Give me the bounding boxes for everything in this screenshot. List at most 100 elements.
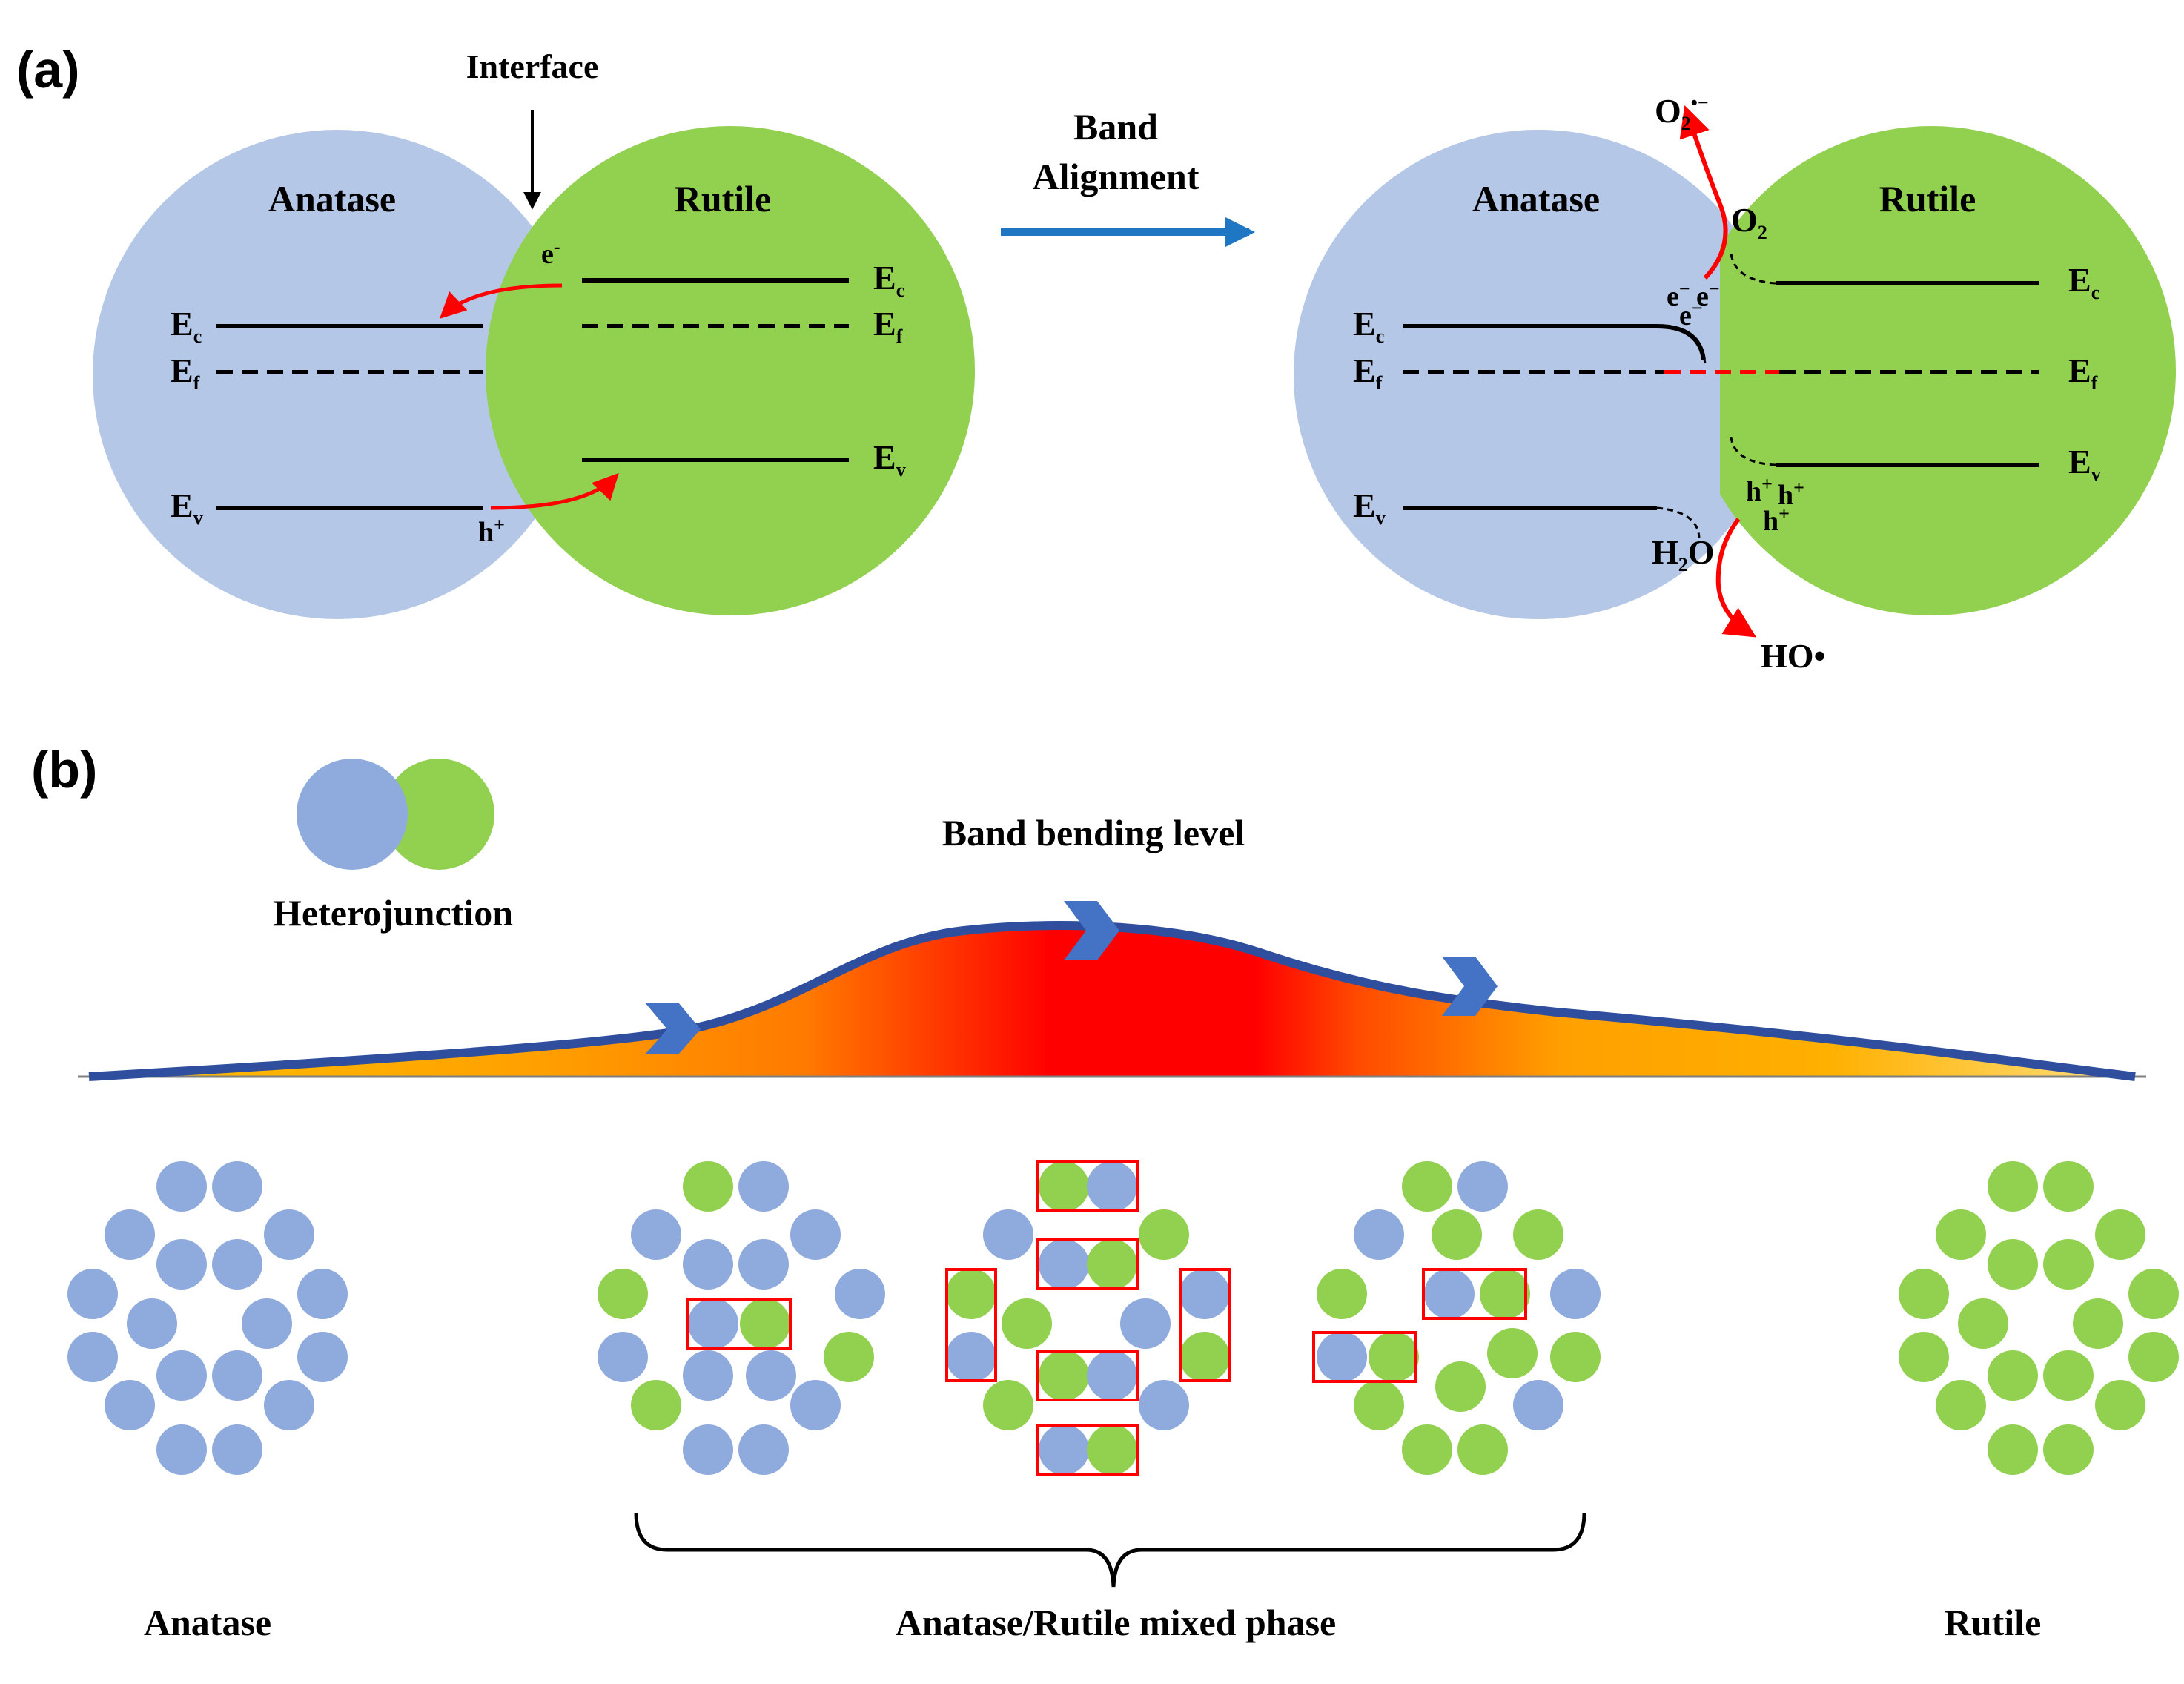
- rutile-particle-dot: [1936, 1209, 1986, 1260]
- rutile-particle-dot: [1988, 1161, 2038, 1212]
- anatase-particle-dot: [105, 1209, 155, 1260]
- o2-reduction-arrow: [1679, 105, 1728, 280]
- rutile-phase-label: Rutile: [1945, 1602, 2042, 1643]
- mixed-particle-dot: [1457, 1161, 1508, 1212]
- rutile-ec-label-right: Ec: [2068, 261, 2099, 303]
- heterojunction-box: [1036, 1160, 1139, 1212]
- superoxide-label: O2•−: [1655, 92, 1709, 134]
- rutile-particle-dot: [1988, 1424, 2038, 1475]
- mixed-particle-dot: [1120, 1298, 1171, 1349]
- heterojunction-box: [686, 1298, 792, 1350]
- anatase-ev-label-left: Ev: [171, 486, 203, 529]
- anatase-phase-label: Anatase: [144, 1602, 271, 1643]
- mixed-particle-dot: [1513, 1209, 1563, 1260]
- heterojunction-box: [1036, 1238, 1139, 1290]
- rutile-particle-dot: [2043, 1239, 2094, 1290]
- anatase-particle-dot: [297, 1332, 348, 1382]
- hole-transfer-arrow: [490, 472, 619, 510]
- mixed-particle-dot: [1179, 1332, 1230, 1382]
- mixed-particle-dot: [824, 1332, 874, 1382]
- mixed-particle-dot: [1354, 1380, 1404, 1430]
- anatase-particle-dot: [212, 1350, 262, 1401]
- right-particle-pair: Anatase Rutile Ec Ef Ev Ec Ef Ev e− e−: [1294, 92, 2176, 675]
- panel-a: (a) Anatase Rutile Interface Ec Ef Ev Ec…: [16, 41, 2176, 675]
- mixed-particle-dot: [1402, 1424, 1452, 1475]
- mixed-particle-dot: [1317, 1269, 1367, 1319]
- anatase-particle-dot: [156, 1350, 207, 1401]
- mixed-particle-dot: [946, 1269, 996, 1319]
- mixed-particle-dot: [1432, 1209, 1482, 1260]
- mixed-particle-dot: [790, 1209, 841, 1260]
- band-alignment-label-line1: Band: [1073, 106, 1158, 148]
- rutile-particle-dot: [2073, 1298, 2123, 1349]
- mixed-particle-dot: [1457, 1424, 1508, 1475]
- interface-label: Interface: [466, 47, 599, 85]
- heterojunction-box: [1312, 1331, 1417, 1383]
- rutile-ec-label-left: Ec: [873, 259, 904, 301]
- mixed-phase-label: Anatase/Rutile mixed phase: [896, 1602, 1336, 1643]
- mixed-particle-dot: [1039, 1424, 1089, 1475]
- band-bending-title: Band bending level: [942, 812, 1245, 853]
- mixed-particle-dot: [983, 1209, 1033, 1260]
- o2-label: O2: [1731, 201, 1767, 243]
- anatase-ec-bend-right: [1656, 325, 1707, 364]
- anatase-particle-left: [93, 130, 582, 619]
- rutile-particle-dot: [2095, 1209, 2145, 1260]
- hole-label-right-1: h+: [1746, 473, 1773, 507]
- anatase-particle-dot: [297, 1269, 348, 1319]
- electron-label-left: e-: [541, 236, 560, 270]
- mixed-particle-dot: [1087, 1239, 1137, 1290]
- anatase-ec-label-left: Ec: [171, 305, 202, 347]
- mixed-particle-dot: [983, 1380, 1033, 1430]
- hole-label-right-2: h+: [1778, 477, 1804, 511]
- mixed-particle-dot: [738, 1161, 789, 1212]
- heterojunction-box: [1036, 1350, 1139, 1401]
- anatase-particle-dot: [156, 1424, 207, 1475]
- electron-label-right-1: e−: [1667, 278, 1690, 312]
- mixed-particle-dot: [631, 1380, 681, 1430]
- mixed-particle-dot: [1424, 1269, 1475, 1319]
- mixed-particle-dot: [1039, 1239, 1089, 1290]
- electron-label-right-3: e−: [1679, 297, 1703, 331]
- mixed-particle-dot: [683, 1350, 733, 1401]
- anatase-particle-dot: [242, 1298, 292, 1349]
- curve-chevron-1: [645, 1003, 701, 1054]
- mixed-particle-dot: [598, 1269, 648, 1319]
- heterojunction-anatase-circle: [297, 759, 408, 870]
- heterojunction-box: [945, 1268, 997, 1382]
- rutile-particle-dot: [2095, 1380, 2145, 1430]
- mixed-particle-dot: [746, 1350, 796, 1401]
- band-bending-fill: [89, 925, 2135, 1077]
- anatase-ef-label-left: Ef: [171, 351, 200, 394]
- mixed-particle-dot: [1179, 1269, 1230, 1319]
- rutile-ec-bend-right: [1730, 253, 1776, 285]
- panel-b: (b) Heterojunction Band bending level An…: [31, 741, 2179, 1643]
- rutile-ev-label-right: Ev: [2068, 443, 2101, 485]
- anatase-particle-dot: [264, 1380, 314, 1430]
- anatase-ef-label-right: Ef: [1353, 351, 1383, 394]
- hole-label-right-3: h+: [1763, 503, 1790, 537]
- hole-label-left: h+: [478, 514, 505, 548]
- rutile-ev-bend-right: [1730, 437, 1776, 466]
- rutile-label-left: Rutile: [675, 178, 772, 219]
- curve-chevron-2: [1064, 901, 1119, 960]
- anatase-ec-label-right: Ec: [1353, 305, 1384, 347]
- rutile-particle-dot: [2128, 1332, 2179, 1382]
- curve-chevron-3: [1442, 957, 1498, 1016]
- anatase-particle-dot: [212, 1424, 262, 1475]
- mixed-particle-dot: [1402, 1161, 1452, 1212]
- mixed-particle-dot: [683, 1239, 733, 1290]
- mixed-particle-dot: [1087, 1161, 1137, 1212]
- anatase-particle-dot: [156, 1161, 207, 1212]
- rutile-particle-dot: [2043, 1424, 2094, 1475]
- anatase-particle-dot: [264, 1209, 314, 1260]
- mixed-particle-dot: [1087, 1350, 1137, 1401]
- mixed-particle-dot: [1002, 1298, 1052, 1349]
- heterojunction-box: [1036, 1424, 1139, 1476]
- rutile-ef-label-right: Ef: [2068, 351, 2098, 394]
- mixed-particle-dot: [1513, 1380, 1563, 1430]
- rutile-particle-dot: [1988, 1239, 2038, 1290]
- band-alignment-label-line2: Alignment: [1033, 156, 1199, 197]
- mixed-particle-dot: [1550, 1332, 1601, 1382]
